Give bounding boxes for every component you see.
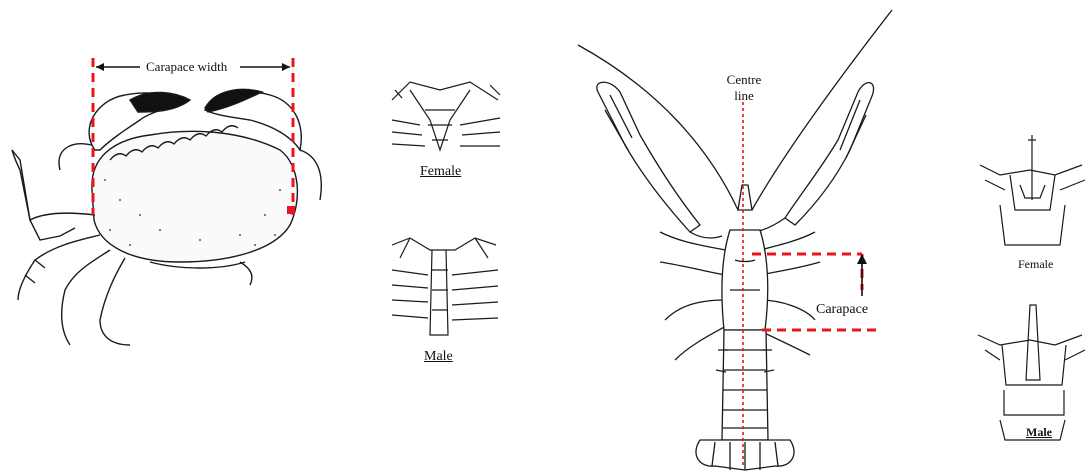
crab-carapace [92, 131, 298, 262]
nephrops-centre-line-label-2: line [722, 89, 766, 103]
crab-illustration [12, 89, 321, 345]
nephrops-centre-line-label-1: Centre [722, 73, 766, 87]
nephrops-leg-r3 [760, 300, 815, 320]
crab-carapace-width-label: Carapace width [146, 60, 227, 74]
nephrops-female-label: Female [1018, 257, 1053, 271]
nephrops-leg-l4 [675, 325, 728, 360]
crab-male-label: Male [424, 350, 453, 364]
nephrops-carapace [722, 230, 768, 330]
nephrops-leg-l3 [665, 300, 725, 320]
crab-male-abdomen [392, 238, 498, 335]
nephrops-leg-l2 [660, 262, 725, 275]
crab-leg-4 [100, 258, 130, 345]
nephrops-leg-r2 [760, 262, 820, 275]
nephrops-abdomen [716, 330, 774, 440]
nephrops-female-abdomen [980, 135, 1085, 245]
nephrops-right-claw [785, 83, 874, 225]
nephrops-carapace-label: Carapace [816, 303, 868, 317]
nephrops-left-claw [597, 82, 700, 232]
nephrops-leg-r1 [760, 232, 815, 250]
nephrops-male-label: Male [1026, 425, 1052, 439]
crab-female-label: Female [420, 165, 461, 179]
nephrops-leg-l1 [660, 232, 725, 250]
crab-leg-2 [18, 235, 100, 300]
crab-female-abdomen [392, 82, 500, 150]
nephrops-male-abdomen [978, 305, 1085, 440]
crab-leg-5 [240, 262, 252, 285]
nephrops-rostrum [738, 185, 752, 210]
